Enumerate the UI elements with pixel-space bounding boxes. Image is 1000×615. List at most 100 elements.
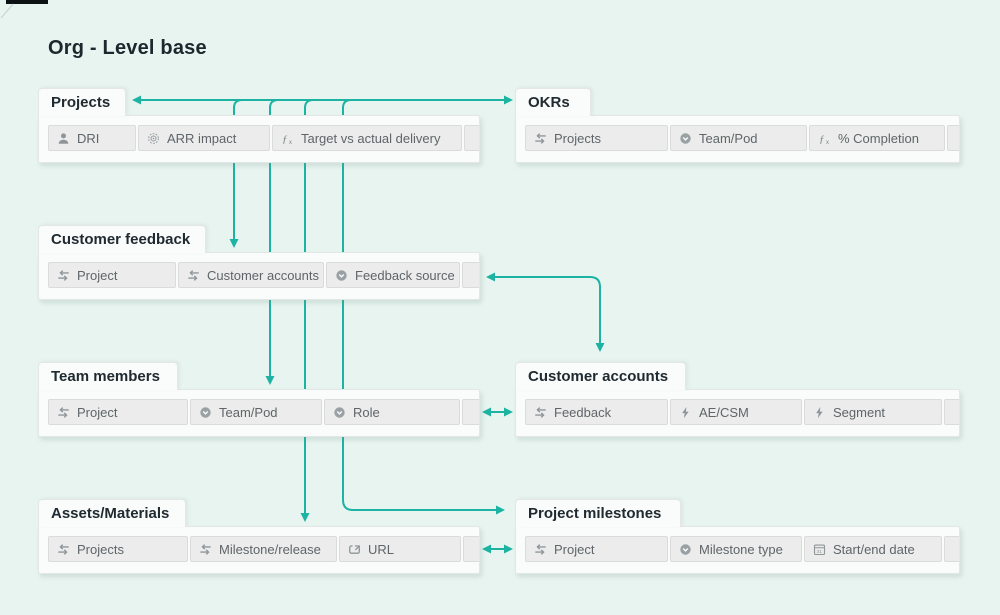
field-label: URL [368, 541, 395, 557]
field-chip-team-members-2[interactable]: Role [324, 399, 460, 425]
svg-text:ƒ: ƒ [282, 133, 287, 145]
single-select-icon [199, 406, 212, 419]
field-chip-partial[interactable] [944, 399, 959, 425]
date-icon: 31 [813, 543, 826, 556]
field-label: Projects [77, 541, 124, 557]
field-chip-okrs-0[interactable]: Projects [525, 125, 668, 151]
field-chip-partial[interactable] [463, 536, 479, 562]
field-label: Projects [554, 130, 601, 146]
field-chip-assets-materials-0[interactable]: Projects [48, 536, 188, 562]
linked-record-icon [199, 543, 212, 556]
field-chip-projects-1[interactable]: ARR impact [138, 125, 270, 151]
field-chip-customer-accounts-0[interactable]: Feedback [525, 399, 668, 425]
table-tab[interactable]: Customer feedback [38, 225, 206, 253]
table-tab[interactable]: Assets/Materials [38, 499, 186, 527]
field-label: % Completion [838, 130, 919, 146]
single-select-icon [335, 269, 348, 282]
field-chip-team-members-1[interactable]: Team/Pod [190, 399, 322, 425]
field-label: Segment [833, 404, 886, 420]
field-label: Project [77, 404, 118, 420]
table-tab[interactable]: Projects [38, 88, 126, 116]
field-label: Feedback source [355, 267, 455, 283]
field-label: Project [77, 267, 118, 283]
field-chip-project-milestones-0[interactable]: Project [525, 536, 668, 562]
single-select-icon [679, 132, 692, 145]
field-chip-partial[interactable] [944, 536, 959, 562]
table-tab[interactable]: Project milestones [515, 499, 681, 527]
field-label: DRI [77, 130, 100, 146]
field-chip-partial[interactable] [947, 125, 959, 151]
field-label: Milestone type [699, 541, 783, 557]
linked-record-icon [57, 406, 70, 419]
svg-text:x: x [289, 139, 292, 144]
connector-projects-team-members [265, 99, 279, 385]
field-chip-customer-accounts-1[interactable]: AE/CSM [670, 399, 802, 425]
field-chip-customer-feedback-0[interactable]: Project [48, 262, 176, 288]
linked-record-icon [534, 132, 547, 145]
field-chip-assets-materials-2[interactable]: URL [339, 536, 461, 562]
field-label: ARR impact [167, 130, 237, 146]
field-chip-partial[interactable] [462, 262, 479, 288]
page-title: Org - Level base [48, 37, 207, 60]
field-chip-customer-feedback-1[interactable]: Customer accounts [178, 262, 324, 288]
connector-projects-project-milestones [342, 99, 505, 515]
screen-edge-diagonal [0, 3, 14, 19]
table-name: Project milestones [528, 505, 662, 522]
field-chip-customer-accounts-2[interactable]: Segment [804, 399, 942, 425]
table-name: Customer feedback [51, 231, 191, 248]
linked-record-icon [534, 406, 547, 419]
field-chip-row: Feedback AE/CSM Segment [525, 399, 959, 425]
table-tab[interactable]: Customer accounts [515, 362, 686, 390]
field-label: Milestone/release [219, 541, 321, 557]
field-chip-project-milestones-1[interactable]: Milestone type [670, 536, 802, 562]
table-name: Assets/Materials [51, 505, 170, 522]
connector-projects-customer-feedback [229, 99, 243, 248]
field-label: Project [554, 541, 595, 557]
linked-record-icon [57, 543, 70, 556]
connector-projects-assets-materials [300, 99, 314, 522]
field-chip-row: Project Team/Pod Role [48, 399, 479, 425]
lightning-icon [679, 406, 692, 419]
table-name: OKRs [528, 94, 570, 111]
field-chip-partial[interactable] [464, 125, 479, 151]
linked-record-icon [57, 269, 70, 282]
field-chip-team-members-0[interactable]: Project [48, 399, 188, 425]
field-chip-assets-materials-1[interactable]: Milestone/release [190, 536, 337, 562]
field-label: Target vs actual delivery [301, 130, 441, 146]
svg-text:ƒ: ƒ [819, 133, 824, 145]
field-label: AE/CSM [699, 404, 749, 420]
field-label: Team/Pod [219, 404, 278, 420]
table-tab[interactable]: Team members [38, 362, 178, 390]
connector-okrs-projects [132, 95, 513, 105]
connector-team-members-customer-accounts [482, 407, 513, 417]
table-tab[interactable]: OKRs [515, 88, 591, 116]
button-icon [348, 543, 361, 556]
linked-record-icon [534, 543, 547, 556]
field-label: Customer accounts [207, 267, 319, 283]
field-chip-projects-0[interactable]: DRI [48, 125, 136, 151]
table-name: Team members [51, 368, 160, 385]
person-icon [57, 132, 70, 145]
field-label: Feedback [554, 404, 612, 420]
field-label: Role [353, 404, 380, 420]
connector-assets-materials-project-milestones [482, 544, 513, 554]
table-fields: Feedback AE/CSM Segment [515, 389, 960, 437]
rollup-icon [147, 132, 160, 145]
field-chip-partial[interactable] [462, 399, 479, 425]
single-select-icon [333, 406, 346, 419]
single-select-icon [679, 543, 692, 556]
table-fields: Projects Milestone/release URL [38, 526, 480, 574]
field-chip-okrs-1[interactable]: Team/Pod [670, 125, 807, 151]
field-chip-customer-feedback-2[interactable]: Feedback source [326, 262, 460, 288]
